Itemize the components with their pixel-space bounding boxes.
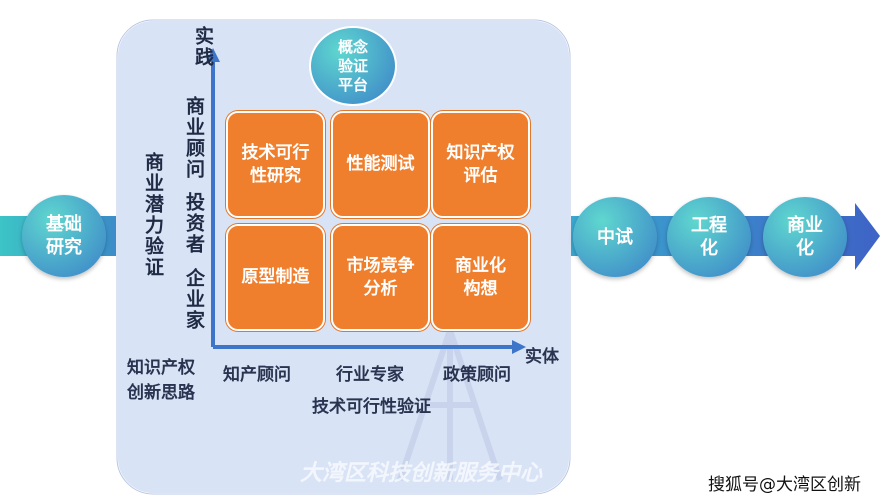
right-node-commercial-label: 商业 化 [787, 215, 823, 259]
right-node-engineering: 工程 化 [667, 197, 751, 277]
y-label-entrepreneur: 企业家 [183, 268, 205, 331]
y-axis-label: 实践 [192, 26, 214, 68]
left-node-circle: 基础 研究 [22, 195, 106, 277]
y-axis-arrowhead [206, 48, 220, 62]
concept-circle-label: 概念 验证 平台 [337, 37, 368, 94]
y-label-business-advisor: 商业顾问 [183, 96, 205, 180]
grid-box-ip-assessment: 知识产权 评估 [431, 111, 530, 218]
x-label-policy-advisor: 政策顾问 [443, 365, 511, 385]
right-node-engineering-label: 工程 化 [691, 215, 727, 259]
watermark-text: 大湾区科技创新服务中心 [300, 461, 543, 486]
footer-source: 搜狐号@大湾区创新 [708, 475, 861, 495]
x-label-industry-expert: 行业专家 [336, 365, 404, 385]
x-label-ip-advisor: 知产顾问 [223, 365, 291, 385]
right-node-commercial: 商业 化 [763, 197, 847, 277]
y-label-commercial-potential: 商业潜力验证 [142, 152, 164, 278]
grid-box-performance-test: 性能测试 [331, 111, 430, 218]
x-axis-arrowhead [512, 340, 526, 354]
concept-circle: 概念 验证 平台 [309, 26, 397, 106]
right-node-pilot: 中试 [573, 197, 657, 277]
grid-box-prototype: 原型制造 [226, 224, 325, 331]
y-label-investor: 投资者 [183, 192, 205, 255]
left-node-label: 基础 研究 [46, 214, 82, 258]
center-panel-outline [116, 19, 571, 495]
grid-box-commercialization: 商业化 构想 [431, 224, 530, 331]
corner-label: 知识产权 创新思路 [127, 358, 195, 403]
bottom-label: 技术可行性验证 [312, 397, 431, 417]
x-axis-label: 实体 [525, 347, 559, 367]
grid-box-tech-feasibility: 技术可行 性研究 [226, 111, 325, 218]
grid-box-market-analysis: 市场竞争 分析 [331, 224, 430, 331]
right-node-pilot-label: 中试 [597, 226, 633, 248]
